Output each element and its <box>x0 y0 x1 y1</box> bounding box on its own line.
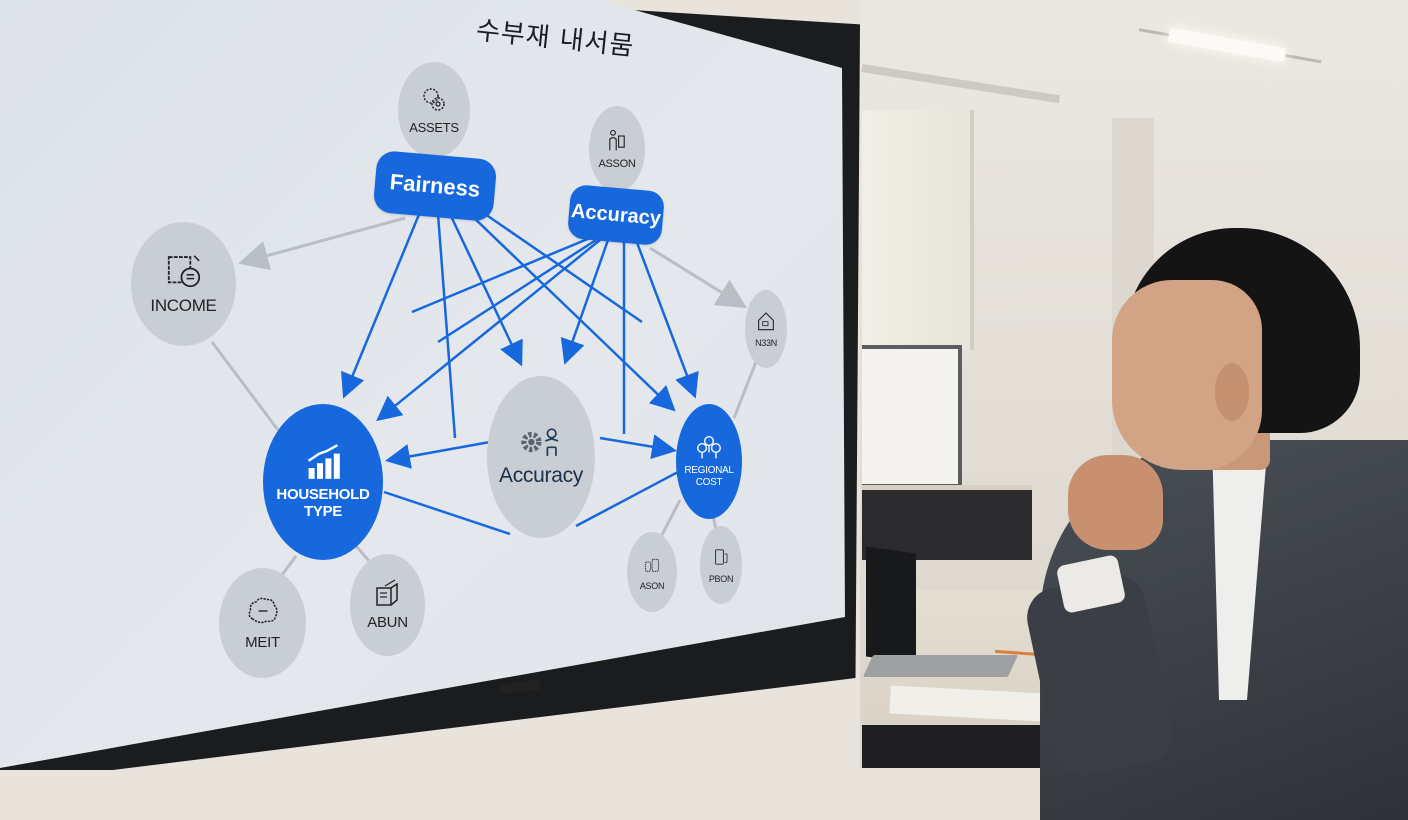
cloud-face-icon <box>248 598 278 624</box>
node-ason-label: ASON <box>639 580 665 591</box>
person-presenting-icon <box>609 129 625 151</box>
desk-front-edge <box>862 725 1062 768</box>
bar-chart-growth-icon <box>307 443 340 479</box>
node-income-label: INCOME <box>150 296 217 316</box>
folder-document-icon <box>375 579 398 607</box>
node-ason[interactable]: ASON <box>627 532 677 612</box>
node-regional-label-2: COST <box>695 476 723 488</box>
window <box>862 345 962 488</box>
node-household-label-1: HOUSEHOLD <box>276 485 370 503</box>
office-scene <box>860 0 1408 820</box>
phone-device-icon <box>715 549 728 565</box>
back-counter <box>862 490 1032 560</box>
house-icon <box>758 312 774 331</box>
laptop-base <box>862 655 1019 677</box>
node-household-label-2: TYPE <box>304 503 342 520</box>
node-abun-label: ABUN <box>367 614 408 632</box>
node-regional-cost[interactable]: REGIONAL COST <box>676 404 742 519</box>
node-assets-label: ASSETS <box>409 119 459 135</box>
node-assets[interactable]: ASSETS <box>398 62 470 158</box>
person-hand <box>1068 455 1163 550</box>
diagram-edges <box>210 211 758 576</box>
node-abun[interactable]: ABUN <box>350 554 425 656</box>
laptop-screen <box>866 546 916 664</box>
bottles-icon <box>644 558 660 572</box>
document-coin-icon <box>167 255 200 288</box>
node-meit[interactable]: MEIT <box>219 568 306 678</box>
node-household-type[interactable]: HOUSEHOLD TYPE <box>263 404 383 560</box>
node-income[interactable]: INCOME <box>131 222 236 346</box>
hub-accuracy-top[interactable]: Accuracy <box>566 184 666 246</box>
node-pbon[interactable]: PBON <box>700 526 742 604</box>
node-accuracy-center-label: Accuracy <box>499 463 583 487</box>
node-asson-label: ASSON <box>598 157 636 170</box>
node-n33n[interactable]: N33N <box>745 290 787 368</box>
tv-screen: 수부재 내서뭄 ASSETS ASSON Fairness Accuracy I… <box>0 0 845 768</box>
node-asson[interactable]: ASSON <box>589 106 645 192</box>
gears-icon <box>423 87 445 111</box>
gear-person-icon <box>521 428 559 456</box>
node-n33n-label: N33N <box>755 337 777 348</box>
node-accuracy-center[interactable]: Accuracy <box>487 376 595 538</box>
node-pbon-label: PBON <box>708 573 734 584</box>
window-blind <box>862 110 974 350</box>
hub-fairness[interactable]: Fairness <box>372 149 498 223</box>
person-ear <box>1215 363 1249 421</box>
node-regional-label-1: REGIONAL <box>684 465 734 476</box>
node-meit-label: MEIT <box>245 634 280 652</box>
people-group-icon <box>697 436 721 459</box>
